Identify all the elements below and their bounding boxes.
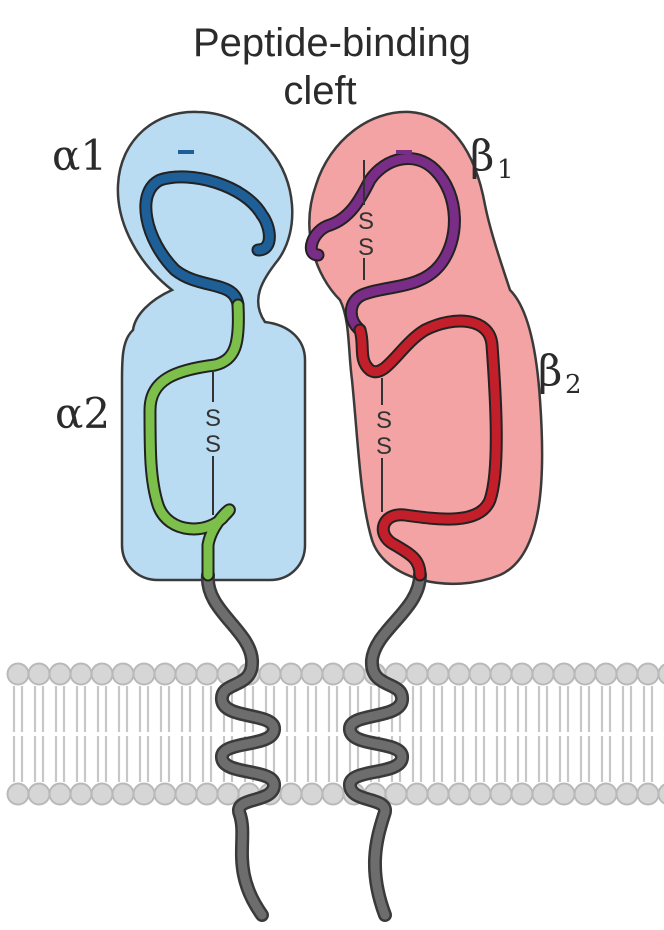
lipid-head: [575, 664, 596, 685]
disulfide-s-label: S: [205, 431, 221, 458]
lipid-head: [197, 784, 218, 805]
lipid-head: [176, 664, 197, 685]
lipid-head: [281, 664, 302, 685]
lipid-head: [554, 784, 575, 805]
lipid-head: [533, 664, 554, 685]
lipid-head: [113, 664, 134, 685]
lipid-head: [302, 664, 323, 685]
lipid-head: [134, 664, 155, 685]
lipid-head: [512, 664, 533, 685]
lipid-head: [71, 784, 92, 805]
disulfide-s-label: S: [205, 405, 221, 432]
cell-membrane: [8, 664, 664, 805]
lipid-head: [50, 784, 71, 805]
title-line-2: cleft: [283, 69, 356, 113]
lipid-head: [71, 664, 92, 685]
lipid-head: [638, 784, 659, 805]
lipid-head: [617, 664, 638, 685]
lipid-head: [407, 784, 428, 805]
beta2-label-base: β: [538, 346, 562, 395]
beta2-label: β 2: [538, 346, 582, 400]
beta1-label-subscript: 1: [497, 155, 514, 185]
disulfide-s-label: S: [358, 234, 374, 261]
beta1-label-base: β: [470, 131, 494, 180]
lipid-head: [323, 784, 344, 805]
lipid-head: [197, 664, 218, 685]
lipid-head: [407, 664, 428, 685]
lipid-head: [638, 664, 659, 685]
lipid-head: [470, 664, 491, 685]
lipid-head: [596, 664, 617, 685]
lipid-head: [659, 664, 664, 685]
lipid-head: [155, 664, 176, 685]
lipid-head: [449, 664, 470, 685]
lipid-head: [491, 784, 512, 805]
alpha2-label: α2: [55, 389, 110, 438]
lipid-head: [260, 664, 281, 685]
lipid-head: [92, 784, 113, 805]
lipid-heads: [8, 664, 664, 805]
alpha1-label: α1: [52, 131, 107, 180]
lipid-head: [155, 784, 176, 805]
lipid-head: [617, 784, 638, 805]
lipid-head: [596, 784, 617, 805]
disulfide-s-label: S: [358, 208, 374, 235]
beta2-label-subscript: 2: [565, 370, 582, 400]
lipid-head: [302, 784, 323, 805]
disulfide-s-label: S: [376, 407, 392, 434]
lipid-head: [50, 664, 71, 685]
lipid-head: [176, 784, 197, 805]
lipid-head: [323, 664, 344, 685]
lipid-head: [344, 664, 365, 685]
lipid-head: [575, 784, 596, 805]
lipid-head: [659, 784, 664, 805]
lipid-tails: [14, 686, 664, 782]
lipid-head: [428, 664, 449, 685]
lipid-head: [491, 664, 512, 685]
disulfide-s-label: S: [376, 433, 392, 460]
lipid-head: [29, 664, 50, 685]
lipid-head: [113, 784, 134, 805]
lipid-head: [470, 784, 491, 805]
lipid-head: [428, 784, 449, 805]
lipid-head: [449, 784, 470, 805]
title-line-1: Peptide-binding: [193, 21, 471, 65]
lipid-head: [8, 664, 29, 685]
lipid-head: [281, 784, 302, 805]
lipid-head: [533, 784, 554, 805]
beta1-label: β 1: [470, 131, 514, 185]
lipid-head: [512, 784, 533, 805]
lipid-head: [554, 664, 575, 685]
lipid-head: [8, 784, 29, 805]
lipid-head: [134, 784, 155, 805]
lipid-head: [29, 784, 50, 805]
lipid-head: [92, 664, 113, 685]
